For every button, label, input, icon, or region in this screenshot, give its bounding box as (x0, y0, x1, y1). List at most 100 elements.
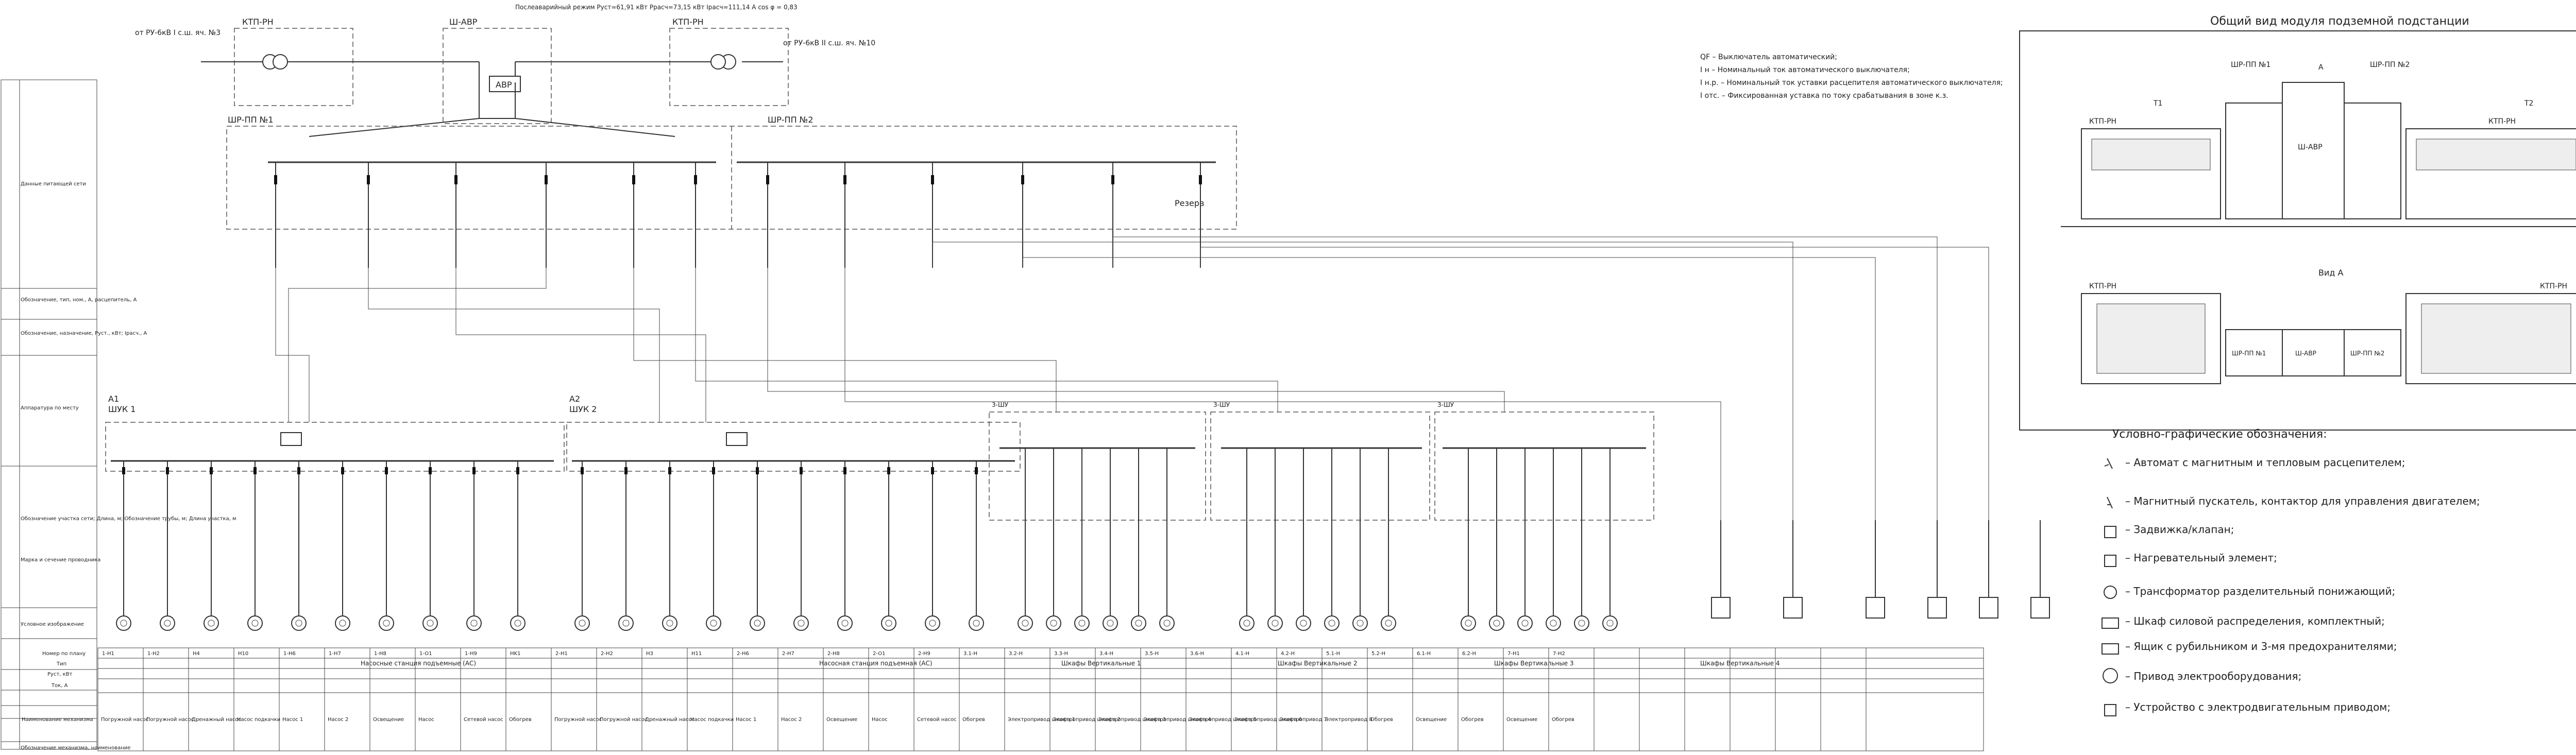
motor-inner-icon (164, 620, 171, 627)
cable-route (455, 268, 706, 422)
table-plan-number: 1-H9 (465, 651, 477, 657)
breaker-icon (1021, 175, 1024, 184)
load-breaker-icon (624, 467, 628, 474)
table-mechanism: Насос подкачки (690, 717, 734, 723)
table-mechanism: Освещение (373, 717, 404, 723)
motor-icon (291, 615, 307, 631)
load-breaker-icon (122, 467, 125, 474)
table-plan-number: 4.2-H (1281, 651, 1295, 657)
motor-inner-icon (1300, 620, 1307, 627)
motor-icon (1296, 615, 1311, 631)
breaker-icon (1199, 175, 1202, 184)
gv-shr-pp1: ШР-ПП №1 (2231, 61, 2270, 69)
label-cable: Обозначение, назначение, Руст., кВт; Iра… (21, 331, 147, 336)
motor-icon (1352, 615, 1368, 631)
load-breaker-icon (210, 467, 213, 474)
group-title-1: Насосные станция подъемные (АС) (361, 660, 476, 667)
row-label-power: Руст, кВт (47, 672, 73, 677)
legend-item-2: – Магнитный пускатель, контактор для упр… (2125, 495, 2480, 507)
table-mechanism: Освещение (1506, 717, 1537, 723)
cable-route (844, 268, 1721, 520)
table-plan-number: 3.2-H (1009, 651, 1023, 657)
motor-icon (662, 615, 677, 631)
load-breaker-icon (800, 467, 803, 474)
motor-inner-icon (1493, 620, 1500, 627)
motor-device-symbol-icon (2104, 704, 2116, 716)
legend-item-5: – Трансформатор разделительный понижающи… (2125, 585, 2395, 597)
motor-inner-icon (622, 620, 630, 627)
motor-inner-icon (1107, 620, 1114, 627)
label-switch: Обозначение, тип, ном., А, расцепитель, … (21, 297, 137, 303)
load-breaker-icon (385, 467, 388, 474)
table-mechanism: Освещение (826, 717, 857, 723)
grp1-title: 3-ШУ (992, 401, 1009, 408)
table-mechanism: Электропривод 8 (1325, 717, 1372, 723)
motor-icon (574, 615, 590, 631)
motor-inner-icon (754, 620, 761, 627)
table-mechanism: Погружной насос (554, 717, 602, 723)
motor-inner-icon (666, 620, 673, 627)
motor-icon (160, 615, 175, 631)
table-plan-number: 1-O1 (419, 651, 432, 657)
motor-inner-icon (1163, 620, 1171, 627)
motor-inner-icon (1385, 620, 1392, 627)
cable-route (767, 268, 1505, 412)
table-plan-number: 3.3-H (1054, 651, 1068, 657)
table-plan-number: 1-H7 (329, 651, 341, 657)
avr-cabinet: Ш-АВР Послеаварийный режим Pуст=61,91 кВ… (309, 4, 798, 137)
table-plan-number: 5.1-H (1326, 651, 1340, 657)
motor-icon (116, 615, 131, 631)
table-plan-number: 2-H6 (737, 651, 749, 657)
note-3: I н.р. – Номинальный ток уставки расцепи… (1700, 79, 2003, 87)
motor-inner-icon (973, 620, 980, 627)
table-mechanism: Дренажный насос (192, 717, 241, 723)
motor-icon (793, 615, 809, 631)
load-breaker-icon (516, 467, 519, 474)
motor-inner-icon (1272, 620, 1279, 627)
table-plan-number: 1-H2 (147, 651, 160, 657)
breaker-icon (766, 175, 769, 184)
table-mechanism: Обогрев (1552, 717, 1574, 723)
legend-item-8: – Привод электрооборудования; (2125, 670, 2301, 682)
motor-icon (1239, 615, 1255, 631)
motor-icon (422, 615, 438, 631)
motor-inner-icon (1050, 620, 1057, 627)
table-mechanism: Электропривод 7 (1280, 717, 1327, 723)
heater-icon (2030, 597, 2050, 619)
motor-icon (1574, 615, 1589, 631)
table-plan-number: 2-O1 (873, 651, 885, 657)
transformer-symbol-icon (2104, 586, 2117, 599)
motor-inner-icon (470, 620, 478, 627)
source-b-feed: от РУ-6кВ II с.ш. яч. №10 (783, 39, 875, 47)
motor-inner-icon (251, 620, 259, 627)
label-cable-route: Обозначение участка сети; Длина, м; Обоз… (21, 516, 236, 522)
load-breaker-icon (166, 467, 169, 474)
source-b-title: КТП-РН (672, 17, 704, 27)
motor-icon (1074, 615, 1090, 631)
table-plan-number: 1-H6 (283, 651, 296, 657)
motor-icon (618, 615, 634, 631)
table-plan-number: H11 (691, 651, 702, 657)
motor-inner-icon (710, 620, 717, 627)
motor-icon (837, 615, 853, 631)
motor-inner-icon (295, 620, 302, 627)
motor-inner-icon (1606, 620, 1614, 627)
cable-route (275, 268, 310, 422)
table-mechanism: Освещение (1416, 717, 1447, 723)
motor-inner-icon (1550, 620, 1557, 627)
cable-route (1112, 236, 1938, 520)
breaker-symbol-icon (2104, 458, 2113, 469)
cab-a2: А2 (569, 394, 580, 404)
notes-block: QF – Выключатель автоматический; I н – Н… (1700, 53, 2003, 100)
breaker-icon (1111, 175, 1114, 184)
breaker-icon (694, 175, 697, 184)
heater-icon (1783, 597, 1803, 619)
table-plan-number: 1-H1 (102, 651, 114, 657)
cabinet-symbol-icon (2102, 617, 2119, 629)
group-title-2: Насосная станция подъемная (АС) (819, 660, 933, 667)
table-plan-number: 6.1-H (1417, 651, 1431, 657)
legend-item-3: – Задвижка/клапан; (2125, 523, 2234, 536)
table-mechanism: Дренажный насос (645, 717, 694, 723)
motor-icon (1103, 615, 1118, 631)
table-plan-number: 5.2-H (1371, 651, 1385, 657)
